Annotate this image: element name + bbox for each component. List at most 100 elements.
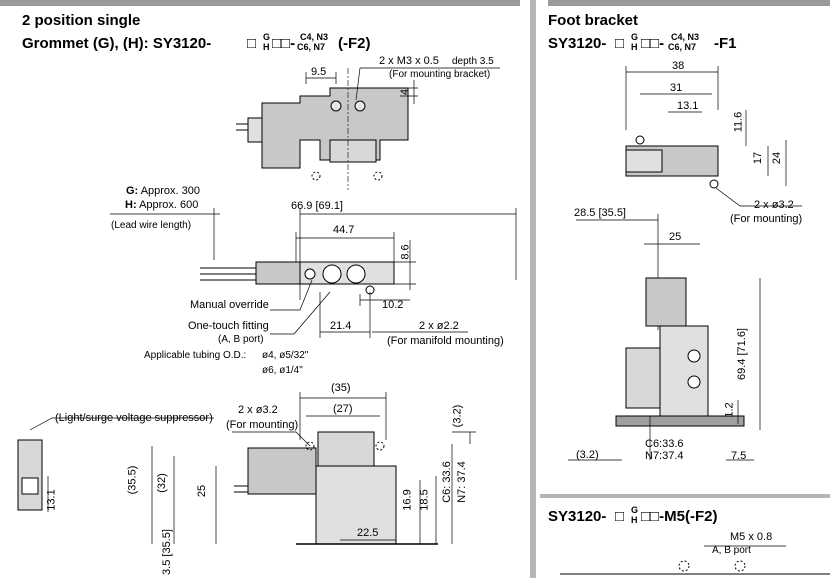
panel-divider <box>530 0 536 578</box>
mount-thread-note: (For mounting bracket) <box>389 69 491 80</box>
dim-bottom-partial: 3.5 [35.5] <box>160 529 173 575</box>
hole-2-2-label: 2 x ø2.2 <box>419 320 459 332</box>
foot-model-opt-bottom: C6, N7 <box>668 42 697 52</box>
ab-port-label: (A, B port) <box>218 334 264 345</box>
dim-27: (27) <box>333 403 353 415</box>
foot-dim-38-line <box>625 66 719 130</box>
model-opt-top: C4, N3 <box>300 32 329 42</box>
foot-top-fitting <box>625 149 663 173</box>
dim-8-6-line <box>394 240 416 290</box>
dim-9-5: 9.5 <box>311 66 327 78</box>
foot-top-hole-right <box>709 179 719 189</box>
dim-10-2-line <box>359 294 410 306</box>
hole-3-2-leader <box>232 431 311 447</box>
front-view-coil <box>247 447 317 495</box>
m5-model-number: SY3120- □ G H □□-M5(-F2) <box>548 506 798 528</box>
for-mounting-label: (For mounting) <box>226 419 299 431</box>
foot-model-prefix: SY3120- <box>548 35 607 52</box>
m5-partial-view <box>560 545 830 575</box>
lead-h: H: Approx. 600 <box>125 199 198 211</box>
foot-top-hole-left <box>635 135 645 145</box>
front-view-body <box>315 465 397 545</box>
m5-port: A, B port <box>712 545 751 556</box>
foot-hole-note: (For mounting) <box>730 213 803 225</box>
dim-22-5: 22.5 <box>357 527 379 539</box>
m5-thread: M5 x 0.8 <box>730 531 773 543</box>
manual-override-leader <box>270 279 313 311</box>
mount-thread-main: 2 x M3 x 0.5 <box>379 55 439 67</box>
foot-dim-11-6: 11.6 <box>732 111 745 133</box>
dim-66-9: 66.9 [69.1] <box>291 200 343 212</box>
dim-44-7-line <box>295 232 395 262</box>
dim-3-2-line <box>452 431 476 444</box>
front-view-valve <box>29 392 476 545</box>
foot-dim-38: 38 <box>672 60 685 72</box>
foot-model-sub-top: G <box>631 32 639 42</box>
tubing-label: Applicable tubing O.D.: <box>144 350 247 361</box>
side-view-coil <box>255 261 301 285</box>
m5-port-1 <box>678 560 690 572</box>
dim-35-line <box>299 392 387 440</box>
model-sub-top: G <box>263 32 271 42</box>
m5-model-suffix: □□-M5(-F2) <box>641 508 718 525</box>
side-view-port-a <box>322 264 342 284</box>
model-boxes: □□- <box>272 35 296 52</box>
foot-model-sub-bottom: H <box>631 42 638 52</box>
tubing-line2: ø6, ø1/4" <box>262 365 303 376</box>
foot-dim-3-2: (3.2) <box>576 449 599 461</box>
foot-dim-25: 25 <box>669 231 682 243</box>
end-view-connector <box>21 477 39 495</box>
lead-wires <box>200 267 256 281</box>
top-view-valve <box>236 67 500 190</box>
dim-9-5-line <box>305 72 337 84</box>
m5-model-sub-top: G <box>631 505 639 515</box>
dim-3-2-paren: (3.2) <box>451 404 464 428</box>
dim-8-6: 8.6 <box>399 244 412 260</box>
foot-front-view <box>568 214 761 461</box>
foot-front-port-b <box>687 375 701 389</box>
foot-model-box: □ <box>615 35 625 52</box>
dim-18-5: 18.5 <box>418 489 431 511</box>
foot-dim-1-2: 1.2 <box>723 402 736 418</box>
lead-g-val: Approx. 300 <box>140 185 201 197</box>
dim-4-line <box>400 80 418 104</box>
dim-35: (35) <box>331 382 351 394</box>
dim-66-9-line <box>299 208 517 300</box>
top-view-port-block <box>329 139 377 163</box>
dim-44-7: 44.7 <box>333 224 355 236</box>
foot-model-opt-top: C4, N3 <box>671 32 700 42</box>
right-panel-divider <box>540 494 830 498</box>
lead-h-key: H: <box>125 199 137 211</box>
dim-13-1: 13.1 <box>45 489 58 511</box>
dim-n7-37-4: N7: 37.4 <box>455 461 468 503</box>
top-rule-left <box>0 0 520 6</box>
dim-35-5: (35.5) <box>126 465 139 495</box>
lead-wire-extent <box>110 208 220 260</box>
top-view-coil-cap <box>247 117 263 143</box>
mount-thread-leader <box>355 67 500 101</box>
front-view-mount-hole-right <box>375 441 385 451</box>
foot-dim-28-5: 28.5 [35.5] <box>574 207 626 219</box>
model-opt-bottom: C6, N7 <box>297 42 326 52</box>
top-view-hole-right <box>373 171 383 181</box>
model-prefix: Grommet (G), (H): SY3120- <box>22 35 212 52</box>
one-touch-leader <box>270 291 331 335</box>
front-view-mount-hole-left <box>305 441 315 451</box>
foot-dim-31: 31 <box>670 82 683 94</box>
suppressor-leader <box>29 417 214 431</box>
dim-4: 4 <box>399 88 412 96</box>
m5-model-sub-bottom: H <box>631 515 638 525</box>
lead-g: G: Approx. 300 <box>126 185 200 197</box>
m5-port-2 <box>734 560 746 572</box>
foot-front-coil <box>645 277 687 327</box>
foot-model-suffix: -F1 <box>714 35 737 52</box>
section-title: 2 position single <box>22 12 141 29</box>
m5-model-box: □ <box>615 508 625 525</box>
side-view-port-b <box>346 264 366 284</box>
front-view-cap <box>317 431 375 467</box>
foot-hole-leader <box>715 187 802 207</box>
side-view-manual-override <box>304 268 316 280</box>
m5-model-prefix: SY3120- <box>548 508 607 525</box>
top-view-hole-left <box>311 171 321 181</box>
lead-g-key: G: <box>126 185 139 197</box>
